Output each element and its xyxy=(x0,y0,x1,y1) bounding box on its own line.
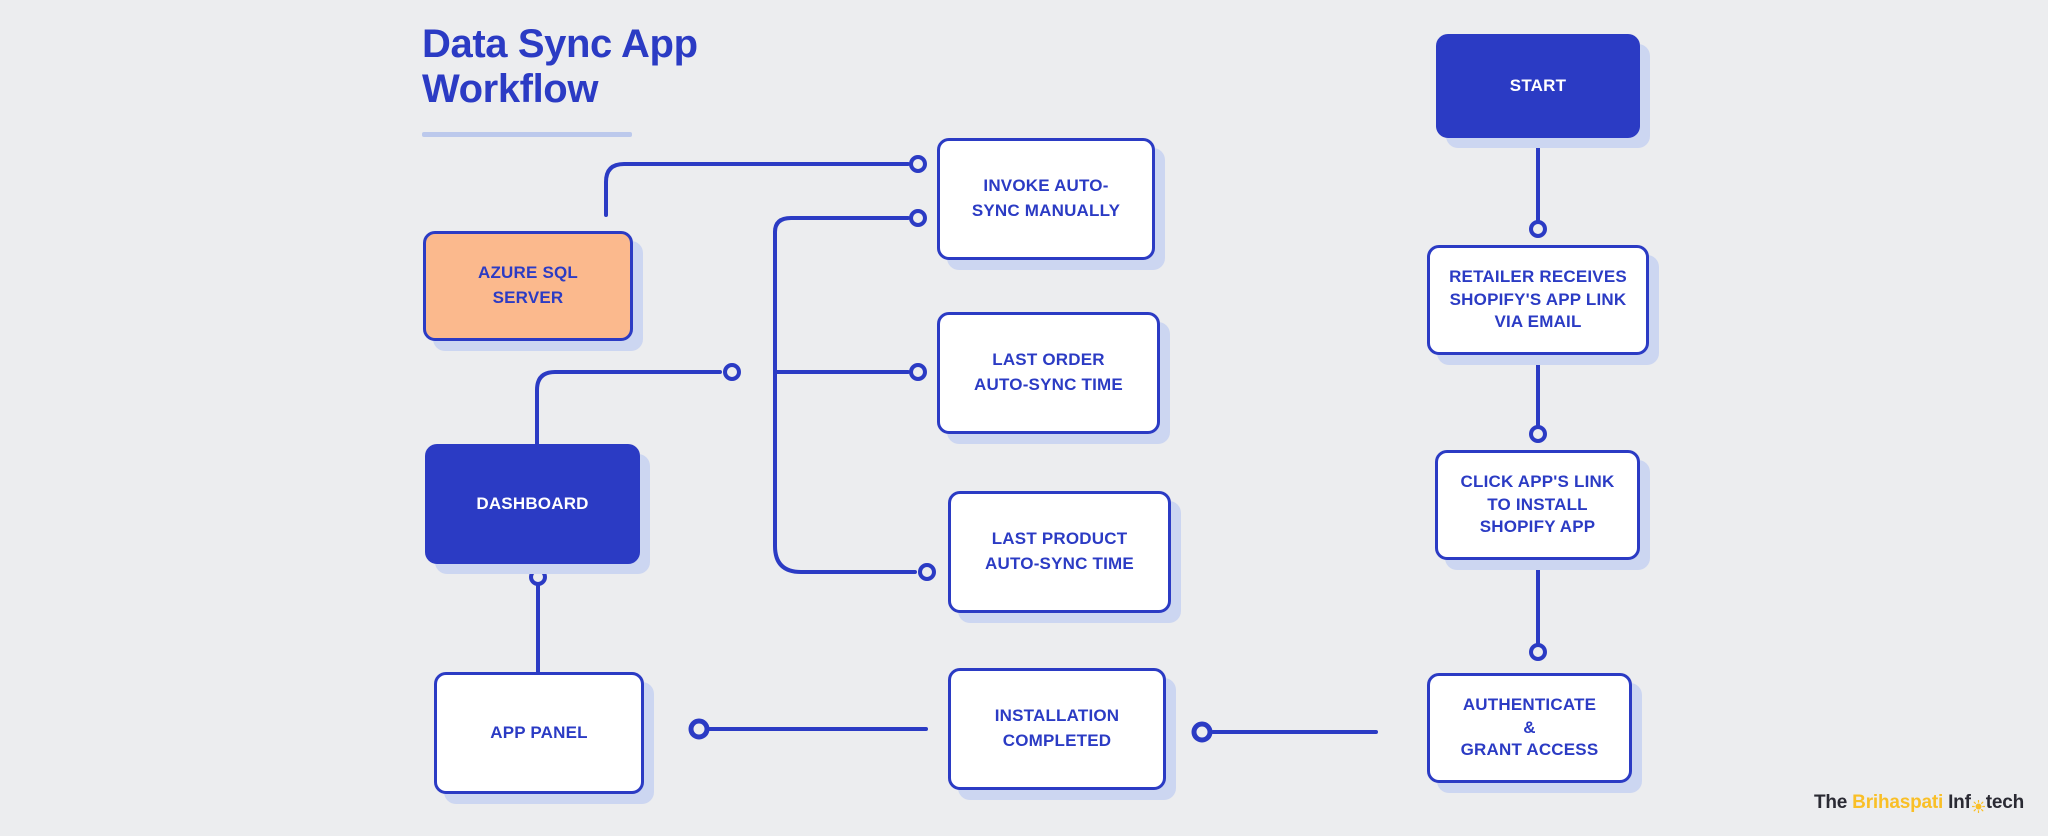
connector-dashboard-to-azure xyxy=(535,363,741,446)
node-app-panel[interactable]: APP PANEL xyxy=(434,672,644,794)
connector-installation-to-apppanel xyxy=(688,718,928,740)
node-invoke-autosync-label: INVOKE AUTO- SYNC MANUALLY xyxy=(971,176,1121,220)
connector-authenticate-to-installation xyxy=(1191,721,1378,743)
node-last-product-auto-sync-time[interactable]: LAST PRODUCT AUTO-SYNC TIME xyxy=(948,491,1171,613)
brand-logo-brihaspati: Brihaspati xyxy=(1852,792,1944,813)
node-azure-sql-label: AZURE SQL SERVER xyxy=(477,263,579,307)
node-last-order-auto-sync-time[interactable]: LAST ORDER AUTO-SYNC TIME xyxy=(937,312,1160,434)
node-start-label: START xyxy=(1509,76,1567,95)
node-retailer-receives-app-link[interactable]: RETAILER RECEIVES SHOPIFY'S APP LINK VIA… xyxy=(1427,245,1649,355)
node-last-product-label: LAST PRODUCT AUTO-SYNC TIME xyxy=(985,529,1134,573)
node-invoke-auto-sync-manually[interactable]: INVOKE AUTO- SYNC MANUALLY xyxy=(937,138,1155,260)
node-authenticate-label: AUTHENTICATE & GRANT ACCESS xyxy=(1460,694,1599,760)
node-dashboard[interactable]: DASHBOARD xyxy=(425,444,640,564)
node-installation-label: INSTALLATION COMPLETED xyxy=(994,706,1120,750)
node-authenticate-grant-access[interactable]: AUTHENTICATE & GRANT ACCESS xyxy=(1427,673,1632,783)
brand-logo: The Brihaspati Inf tech xyxy=(1814,792,2024,814)
page-title: Data Sync App Workflow xyxy=(422,22,698,111)
brand-logo-inf: Inf xyxy=(1948,792,1971,813)
node-retailer-label: RETAILER RECEIVES SHOPIFY'S APP LINK VIA… xyxy=(1449,266,1627,332)
node-click-link-label: CLICK APP'S LINK TO INSTALL SHOPIFY APP xyxy=(1460,471,1615,537)
connector-azure-to-invoke xyxy=(604,155,927,217)
sun-icon xyxy=(1971,797,1985,813)
node-last-order-label: LAST ORDER AUTO-SYNC TIME xyxy=(974,350,1123,394)
node-dashboard-label: DASHBOARD xyxy=(476,494,589,513)
node-app-panel-label: APP PANEL xyxy=(490,723,588,742)
node-installation-completed[interactable]: INSTALLATION COMPLETED xyxy=(948,668,1166,790)
connector-retailer-to-click xyxy=(1529,353,1547,443)
connector-apppanel-to-dashboard xyxy=(529,568,547,674)
brand-logo-tech: tech xyxy=(1985,792,2024,813)
connector-start-to-retailer xyxy=(1529,136,1547,238)
node-click-app-link-install[interactable]: CLICK APP'S LINK TO INSTALL SHOPIFY APP xyxy=(1435,450,1640,560)
node-start[interactable]: START xyxy=(1436,34,1640,138)
connector-click-to-authenticate xyxy=(1529,558,1547,661)
connector-distribution-bus xyxy=(773,209,936,581)
brand-logo-the: The xyxy=(1813,792,1848,813)
title-block: Data Sync App Workflow xyxy=(422,22,842,137)
title-underline xyxy=(422,131,632,137)
node-azure-sql-server[interactable]: AZURE SQL SERVER xyxy=(423,231,633,341)
